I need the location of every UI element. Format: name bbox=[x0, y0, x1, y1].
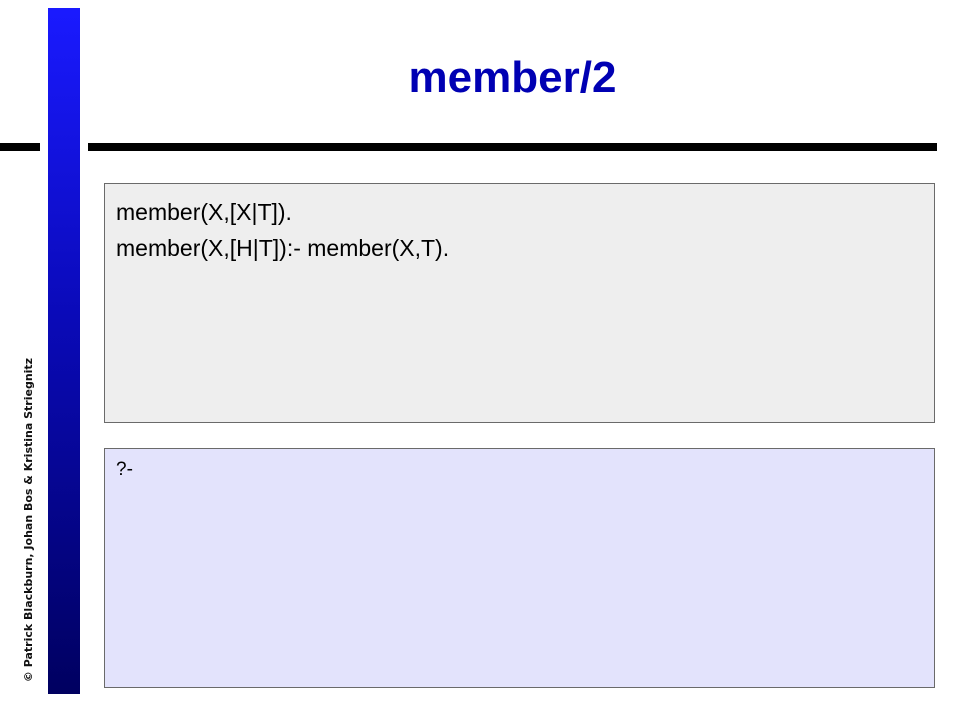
program-clause-1: member(X,[X|T]). bbox=[116, 199, 292, 225]
slide-title: member/2 bbox=[408, 53, 617, 102]
sidebar-gradient-bar bbox=[48, 8, 80, 694]
program-panel: member(X,[X|T]). member(X,[H|T]):- membe… bbox=[104, 183, 935, 423]
title-rule-left bbox=[0, 143, 40, 151]
query-panel[interactable]: ?- bbox=[104, 448, 935, 688]
program-clause-2: member(X,[H|T]):- member(X,T). bbox=[116, 235, 450, 261]
title-rule-right bbox=[88, 143, 937, 151]
copyright-notice: © Patrick Blackburn, Johan Bos & Kristin… bbox=[22, 357, 35, 683]
query-prompt: ?- bbox=[116, 459, 133, 480]
